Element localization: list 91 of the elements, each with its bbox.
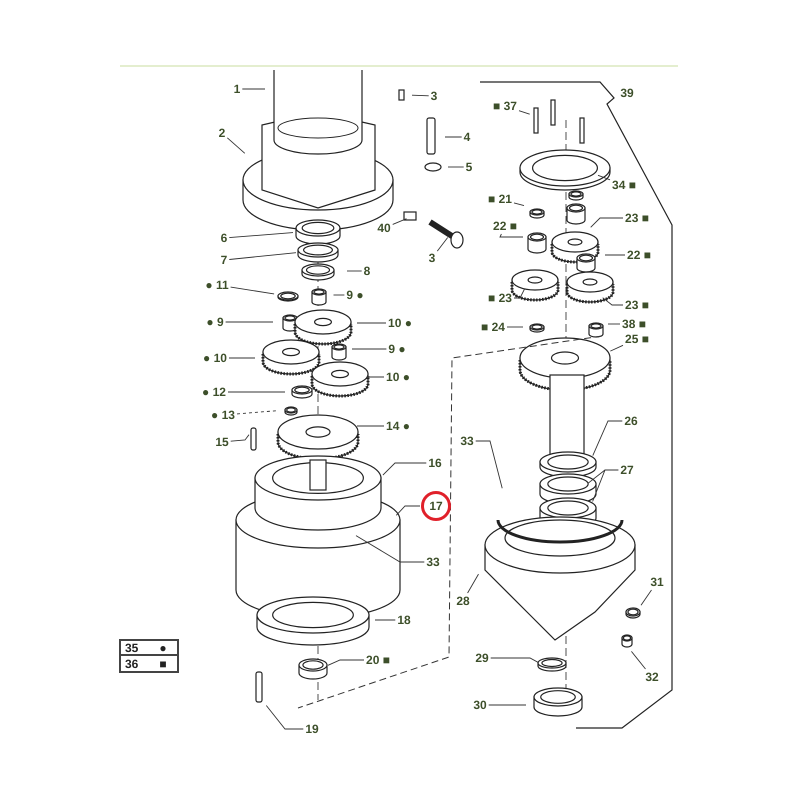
leader-line [448,166,464,168]
callout-number: 8 [362,264,372,278]
callout-number: 33 [425,555,441,569]
leader-line [226,137,246,154]
leader-line [518,110,530,115]
leader-line [333,294,345,296]
callout-number: 27 [619,463,635,477]
leader-line [228,232,294,238]
leader-line [598,174,610,180]
callout-number: ● 13 [210,408,236,422]
leader-line [356,535,425,562]
leader-line [467,574,479,594]
leader-line [592,470,619,502]
callout-number: 7 [220,253,228,267]
table-cell: ● [149,641,177,656]
leader-line [230,286,275,294]
callout-number: 28 [455,594,471,608]
callout-number: 40 [376,221,392,235]
callout-number: 39 [620,87,634,99]
leader-line [328,660,364,666]
callout-number: 23 ■ [624,298,650,312]
callout-number: 20 ■ [365,653,391,667]
table-cell-text: ■ [158,656,168,671]
leader-line [610,344,624,352]
leader-line [242,88,266,90]
leader-line [499,234,524,238]
callout-number: 10 ● [387,316,413,330]
leader-line [602,297,624,306]
table-cell-text: 36 [124,656,140,671]
leader-line [236,410,278,414]
leader-line [230,434,250,442]
callout-number: 29 [474,651,490,665]
callout-number: ■ 21 [487,192,513,206]
circled-callout-number: 17 [421,491,451,521]
callout-number: 25 ■ [624,332,650,346]
callout-number: 31 [649,575,665,589]
callout-number: 22 ■ [492,219,518,233]
callout-number: 22 ■ [626,248,652,262]
callout-number: ● 9 [205,315,225,329]
leader-line [640,590,652,606]
callout-number: 9 ● [387,342,407,356]
leader-line [382,462,427,476]
callout-number: ● 12 [201,385,227,399]
callout-number: 19 [304,722,320,736]
callout-number: 3 [428,251,436,265]
callout-number: 30 [472,698,488,712]
callout-number: 4 [462,130,472,144]
leader-line [266,705,304,730]
leader-line [366,376,384,378]
callout-number: 10 ● [385,370,411,384]
callout-number: 34 ■ [611,178,637,192]
leader-line [490,658,540,664]
leader-line [592,420,623,456]
leader-line [228,252,296,260]
leader-line [630,650,646,670]
callout-number: ● 10 [202,351,228,365]
callout-number: 38 ■ [621,317,647,331]
leader-line [436,237,448,252]
callout-number: 16 [427,456,443,470]
leader-line [346,270,362,272]
leader-line [590,218,624,228]
leader-line [514,202,524,206]
leader-line [352,348,387,350]
callout-number: 33 [459,434,475,448]
callout-number: ■ 24 [480,320,506,334]
callout-number: 2 [218,126,226,140]
leader-line [488,704,526,706]
callout-number: 15 [214,435,230,449]
leader-line [356,322,386,324]
callout-number: 6 [220,231,228,245]
leader-line [475,440,503,489]
callout-number: 23 ■ [624,211,650,225]
leader-line [514,288,526,298]
callout-number: ● 11 [204,278,230,292]
leader-line [506,326,524,328]
callout-number: 18 [396,613,412,627]
callout-number: 32 [644,670,660,684]
table-cell: 35 [121,641,149,656]
callout-number: 14 ● [385,419,411,433]
callout-number: ■ 37 [492,99,518,113]
leader-line [444,136,462,138]
callout-number: 26 [623,414,639,428]
leader-line [396,506,420,516]
leader-line [412,94,430,96]
leader-line [392,218,407,225]
leader-line [604,254,626,256]
callout-number: 1 [232,82,242,96]
callout-number: 5 [464,160,474,174]
callout-number: 3 [430,89,438,103]
callout-number: ■ 23 [487,291,513,305]
callout-number: 9 ● [345,288,365,302]
